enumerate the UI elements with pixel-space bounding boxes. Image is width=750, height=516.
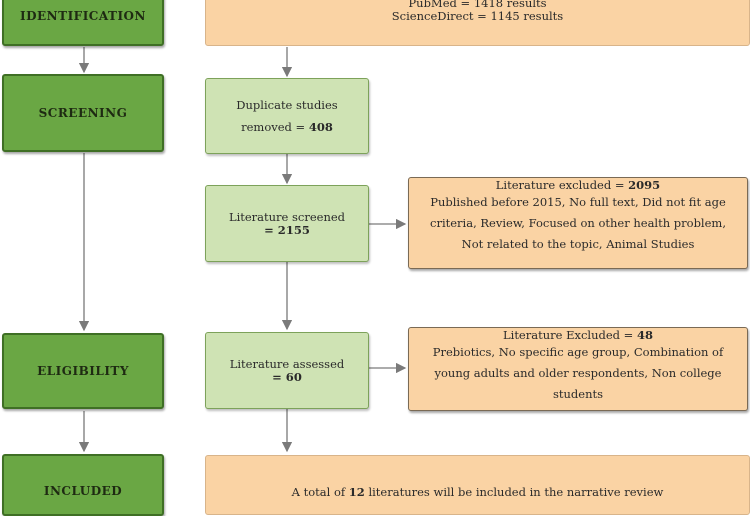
included-value: 12 [348,485,365,499]
included-box: A total of 12 literatures will be includ… [205,455,750,515]
excluded-eligibility-line2: young adults and older respondents, Non … [434,366,722,380]
duplicates-line2: removed = 408 [241,116,333,138]
excluded-eligibility-title: Literature Excluded = 48 [503,328,653,342]
excluded-eligibility-value: 48 [636,328,653,342]
excluded-screening-value: 2095 [628,178,661,192]
included-prefix: A total of [291,485,349,499]
excluded-screening-title: Literature excluded = 2095 [496,178,660,192]
excluded-screening-prefix: Literature excluded = [495,178,629,192]
included-text: A total of 12 literatures will be includ… [292,482,664,503]
screened-line1: Literature screened [228,209,346,224]
duplicates-line1: Duplicate studies [236,98,338,112]
identification-box: PubMed = 1418 results ScienceDirect = 11… [205,0,750,46]
stage-included-label: INCLUDED [43,484,123,498]
excluded-screening-box: Literature excluded = 2095 Published bef… [408,177,748,269]
excluded-screening-line2: criteria, Review, Focused on other healt… [430,216,726,230]
excluded-eligibility-line3: students [552,387,604,401]
excluded-eligibility-prefix: Literature Excluded = [503,328,637,342]
excluded-eligibility-line1: Prebiotics, No specific age group, Combi… [432,345,724,359]
duplicates-value: 408 [308,120,333,134]
identification-sciencedirect: ScienceDirect = 1145 results [391,9,564,23]
duplicates-box: Duplicate studies removed = 408 [205,78,369,154]
excluded-screening-line1: Published before 2015, No full text, Did… [430,195,726,209]
stage-screening-label: SCREENING [38,106,128,120]
duplicates-prefix: removed = [241,120,309,134]
assessed-line1: Literature assessed [229,356,345,371]
stage-eligibility-label: ELIGIBILITY [37,364,129,378]
stage-eligibility: ELIGIBILITY [2,333,164,409]
assessed-value: = 60 [272,369,302,384]
included-suffix: literatures will be included in the narr… [364,485,664,499]
screened-box: Literature screened = 2155 [205,185,369,262]
flow-arrows [78,47,407,453]
assessed-box: Literature assessed = 60 [205,332,369,409]
stage-included: INCLUDED [2,454,164,516]
stage-identification: IDENTIFICATION [2,0,164,46]
excluded-screening-line3: Not related to the topic, Animal Studies [461,237,695,251]
screened-value: = 2155 [264,222,310,237]
identification-pubmed: PubMed = 1418 results [408,0,547,10]
excluded-eligibility-box: Literature Excluded = 48 Prebiotics, No … [408,327,748,411]
stage-screening: SCREENING [2,74,164,152]
stage-identification-label: IDENTIFICATION [20,9,146,23]
